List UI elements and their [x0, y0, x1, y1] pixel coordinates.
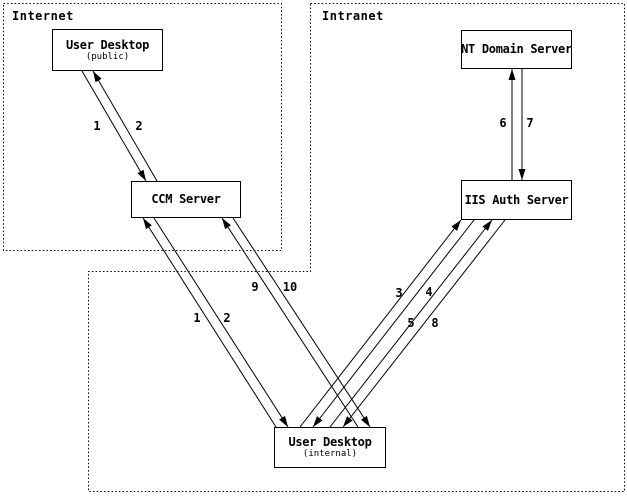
arrow-2-ccm-to-internal-desktop — [153, 217, 289, 428]
node-title: IIS Auth Server — [464, 192, 569, 207]
arrow-3-internal-desktop-to-iis — [299, 219, 462, 428]
node-user-desktop-internal: User Desktop (internal) — [274, 427, 386, 468]
arrow-4-iis-to-internal-desktop — [312, 219, 475, 428]
arrow-label-1-internal: 1 — [193, 311, 201, 325]
arrow-1-public-desktop-to-ccm — [81, 70, 147, 182]
intranet-zone-border — [88, 3, 625, 492]
arrow-2-ccm-to-public-desktop — [92, 70, 158, 182]
node-subtitle: (public) — [85, 51, 130, 62]
arrow-label-5: 5 — [407, 316, 415, 330]
node-subtitle: (internal) — [302, 449, 358, 459]
arrow-label-3: 3 — [395, 286, 403, 300]
arrow-label-1-public: 1 — [93, 119, 101, 133]
arrow-1-internal-desktop-to-ccm — [142, 217, 277, 428]
internet-zone-border — [3, 3, 282, 251]
arrow-label-4: 4 — [425, 285, 433, 299]
arrow-label-8: 8 — [431, 316, 439, 330]
arrow-label-2-internal: 2 — [223, 311, 231, 325]
node-title: User Desktop — [288, 435, 372, 449]
arrow-10-ccm-to-internal-desktop — [232, 217, 371, 428]
arrow-8-iis-to-internal-desktop — [342, 219, 506, 428]
node-title: NT Domain Server — [461, 42, 572, 56]
arrow-5-internal-desktop-to-iis — [329, 219, 493, 428]
arrow-label-9: 9 — [251, 280, 259, 294]
arrow-9-internal-desktop-to-ccm — [221, 217, 359, 428]
arrow-label-10: 10 — [282, 280, 298, 294]
intranet-zone-label: Intranet — [322, 9, 384, 23]
internet-zone-label: Internet — [12, 9, 74, 23]
node-title: CCM Server — [151, 192, 221, 206]
arrow-label-2-public: 2 — [135, 119, 143, 133]
node-nt-domain-server: NT Domain Server — [461, 30, 572, 69]
node-iis-auth-server: IIS Auth Server — [461, 180, 572, 220]
arrow-label-6: 6 — [499, 116, 507, 130]
node-user-desktop-public: User Desktop (public) — [52, 29, 163, 71]
node-ccm-server: CCM Server — [131, 181, 241, 218]
arrow-label-7: 7 — [526, 116, 534, 130]
node-title: User Desktop — [65, 37, 150, 52]
